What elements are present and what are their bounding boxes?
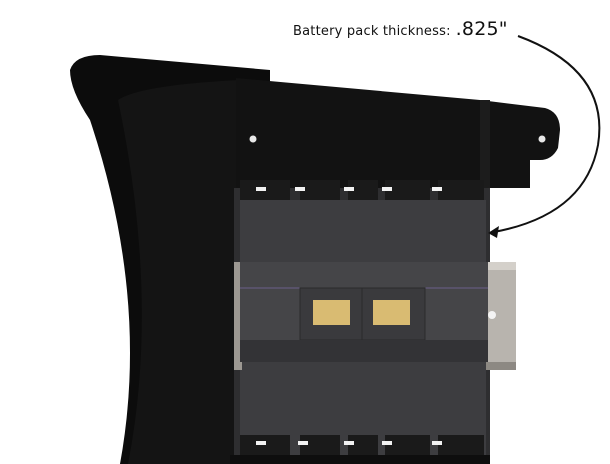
annotation-label: Battery pack thickness: bbox=[293, 24, 451, 39]
lid-hole-right bbox=[538, 135, 546, 143]
lid-hole-left bbox=[249, 135, 257, 143]
annotation-value: .825" bbox=[455, 18, 508, 40]
housing-inner-face bbox=[118, 80, 240, 464]
bottom-clips bbox=[240, 435, 484, 455]
top-clips bbox=[240, 180, 484, 200]
contact-left bbox=[313, 300, 350, 325]
callout-arrow bbox=[493, 35, 601, 233]
contact-right bbox=[373, 300, 410, 325]
arrow-head-icon bbox=[488, 226, 499, 238]
thickness-annotation: Battery pack thickness: .825" bbox=[293, 18, 508, 40]
lid-plate bbox=[236, 78, 560, 188]
